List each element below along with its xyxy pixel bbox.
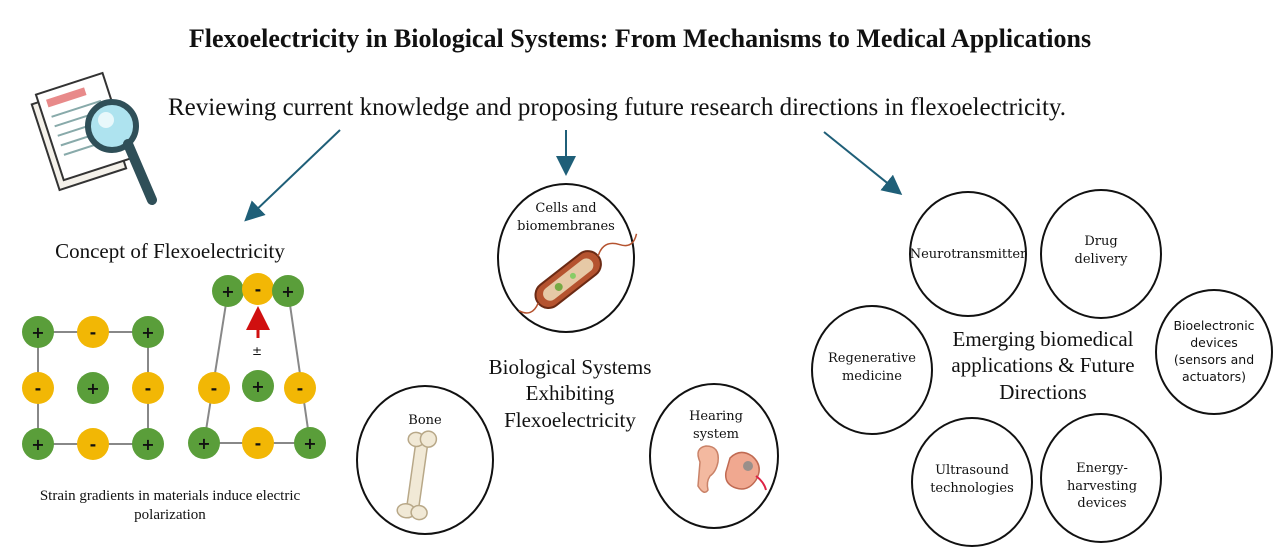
- ear-icon: [697, 445, 767, 493]
- positive-charge: +: [77, 372, 109, 404]
- positive-charge: +: [212, 275, 244, 307]
- deformed-lattice: [203, 290, 311, 444]
- bioelectronic-circle: [1155, 289, 1273, 415]
- negative-charge: -: [22, 372, 54, 404]
- positive-charge: +: [242, 370, 274, 402]
- bone-circle: [356, 385, 494, 535]
- negative-charge: -: [132, 372, 164, 404]
- positive-charge: +: [22, 316, 54, 348]
- positive-charge: +: [294, 427, 326, 459]
- cells-circle: [497, 183, 635, 333]
- positive-charge: +: [188, 427, 220, 459]
- negative-charge: -: [77, 428, 109, 460]
- arrow-to-applications: [823, 131, 903, 196]
- concept-caption: Strain gradients in materials induce ele…: [39, 488, 301, 523]
- energy-circle: [1040, 413, 1162, 543]
- diagram-title: Flexoelectricity in Biological Systems: …: [188, 24, 1092, 53]
- negative-charge: -: [284, 372, 316, 404]
- polarization-symbol: ±: [252, 344, 263, 358]
- hearing-label: Hearing system: [689, 409, 743, 442]
- bacterium-icon: [518, 233, 638, 314]
- neurotransmitter-circle: [909, 191, 1027, 317]
- drug-delivery-circle: [1040, 189, 1162, 319]
- applications-title: Emerging biomedical applications & Futur…: [951, 327, 1135, 404]
- biological-title: Biological Systems Exhibiting Flexoelect…: [488, 355, 652, 432]
- cells-label: Cells and biomembranes: [517, 201, 615, 234]
- drug-delivery-label: Drug delivery: [1074, 234, 1128, 267]
- positive-charge: +: [22, 428, 54, 460]
- ultrasound-label: Ultrasound technologies: [930, 463, 1014, 496]
- neurotransmitter-label: Neurotransmitter: [909, 247, 1027, 262]
- concept-title: Concept of Flexoelectricity: [55, 239, 285, 263]
- diagram-subtitle: Reviewing current knowledge and proposin…: [168, 94, 1067, 121]
- positive-charge: +: [132, 316, 164, 348]
- positive-charge: +: [272, 275, 304, 307]
- energy-label: Energy-harvesting devices: [1066, 461, 1138, 512]
- regenerative-circle: [811, 305, 933, 435]
- bioelectronic-label: Bioelectronic devices (sensors and actua…: [1173, 318, 1255, 384]
- magnifier-document-icon: [30, 71, 157, 205]
- ultrasound-circle: [911, 417, 1033, 547]
- hearing-circle: [649, 383, 779, 529]
- negative-charge: -: [242, 273, 274, 305]
- arrow-to-concept: [244, 129, 341, 222]
- positive-charge: +: [132, 428, 164, 460]
- bone-label: Bone: [408, 413, 442, 428]
- negative-charge: -: [242, 427, 274, 459]
- regenerative-label: Regenerative medicine: [828, 351, 916, 384]
- bone-icon: [396, 430, 438, 521]
- negative-charge: -: [77, 316, 109, 348]
- negative-charge: -: [198, 372, 230, 404]
